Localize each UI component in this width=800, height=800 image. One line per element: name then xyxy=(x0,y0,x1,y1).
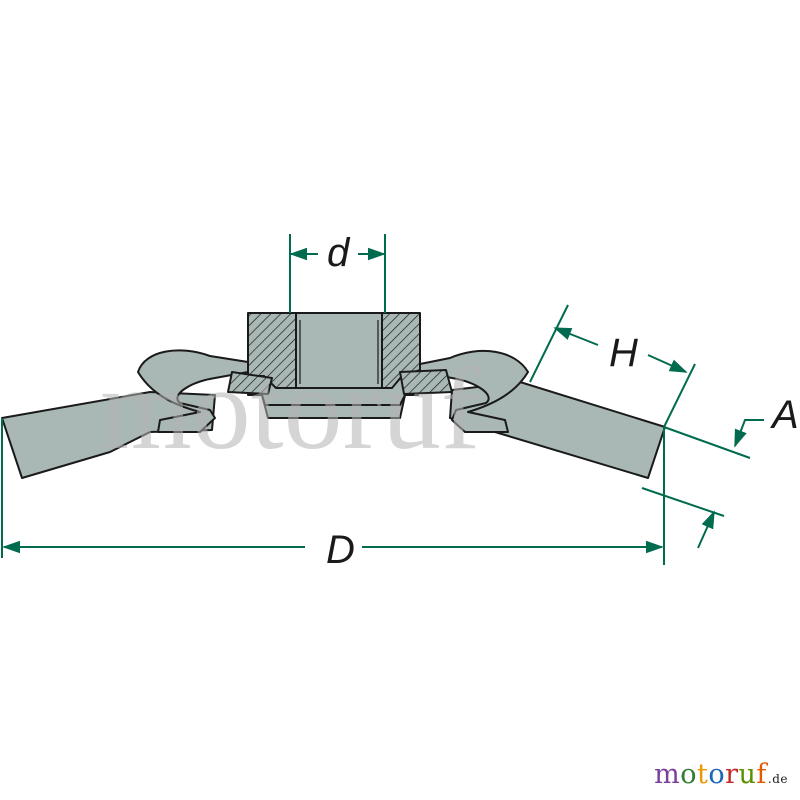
brand-suffix: .de xyxy=(767,772,788,786)
threaded-bore xyxy=(295,312,383,389)
dim-A-ext-bottom xyxy=(641,487,725,517)
brand-letter: t xyxy=(696,759,709,790)
brand-letter: f xyxy=(756,759,767,790)
dimension-lines xyxy=(1,234,764,565)
watermark: motoruf xyxy=(100,343,481,474)
brand-letter: o xyxy=(708,759,726,790)
dim-A-ext-top xyxy=(663,426,751,459)
left-shell-curl xyxy=(137,349,249,433)
label-A: A xyxy=(770,393,799,437)
dim-A-arrow-bottom xyxy=(697,510,715,549)
clamp-lip-left xyxy=(227,371,273,395)
brush-body xyxy=(1,312,666,479)
brand-letter: o xyxy=(680,759,697,790)
brand-letter: u xyxy=(738,759,757,790)
clamp-lip-right xyxy=(399,369,453,395)
brand-letter: m xyxy=(654,759,681,790)
label-D: D xyxy=(326,528,355,572)
brand-logo: motoruf.de xyxy=(654,759,788,790)
dim-H-ext-left xyxy=(529,304,569,383)
dim-H-arrow-right xyxy=(647,354,688,373)
label-d: d xyxy=(327,231,351,275)
brand-letter: r xyxy=(725,759,739,790)
label-H: H xyxy=(609,331,638,375)
dim-H-arrow-left xyxy=(553,327,599,346)
dim-A-arrow-top xyxy=(734,419,764,448)
dim-H-ext-right xyxy=(663,363,696,428)
